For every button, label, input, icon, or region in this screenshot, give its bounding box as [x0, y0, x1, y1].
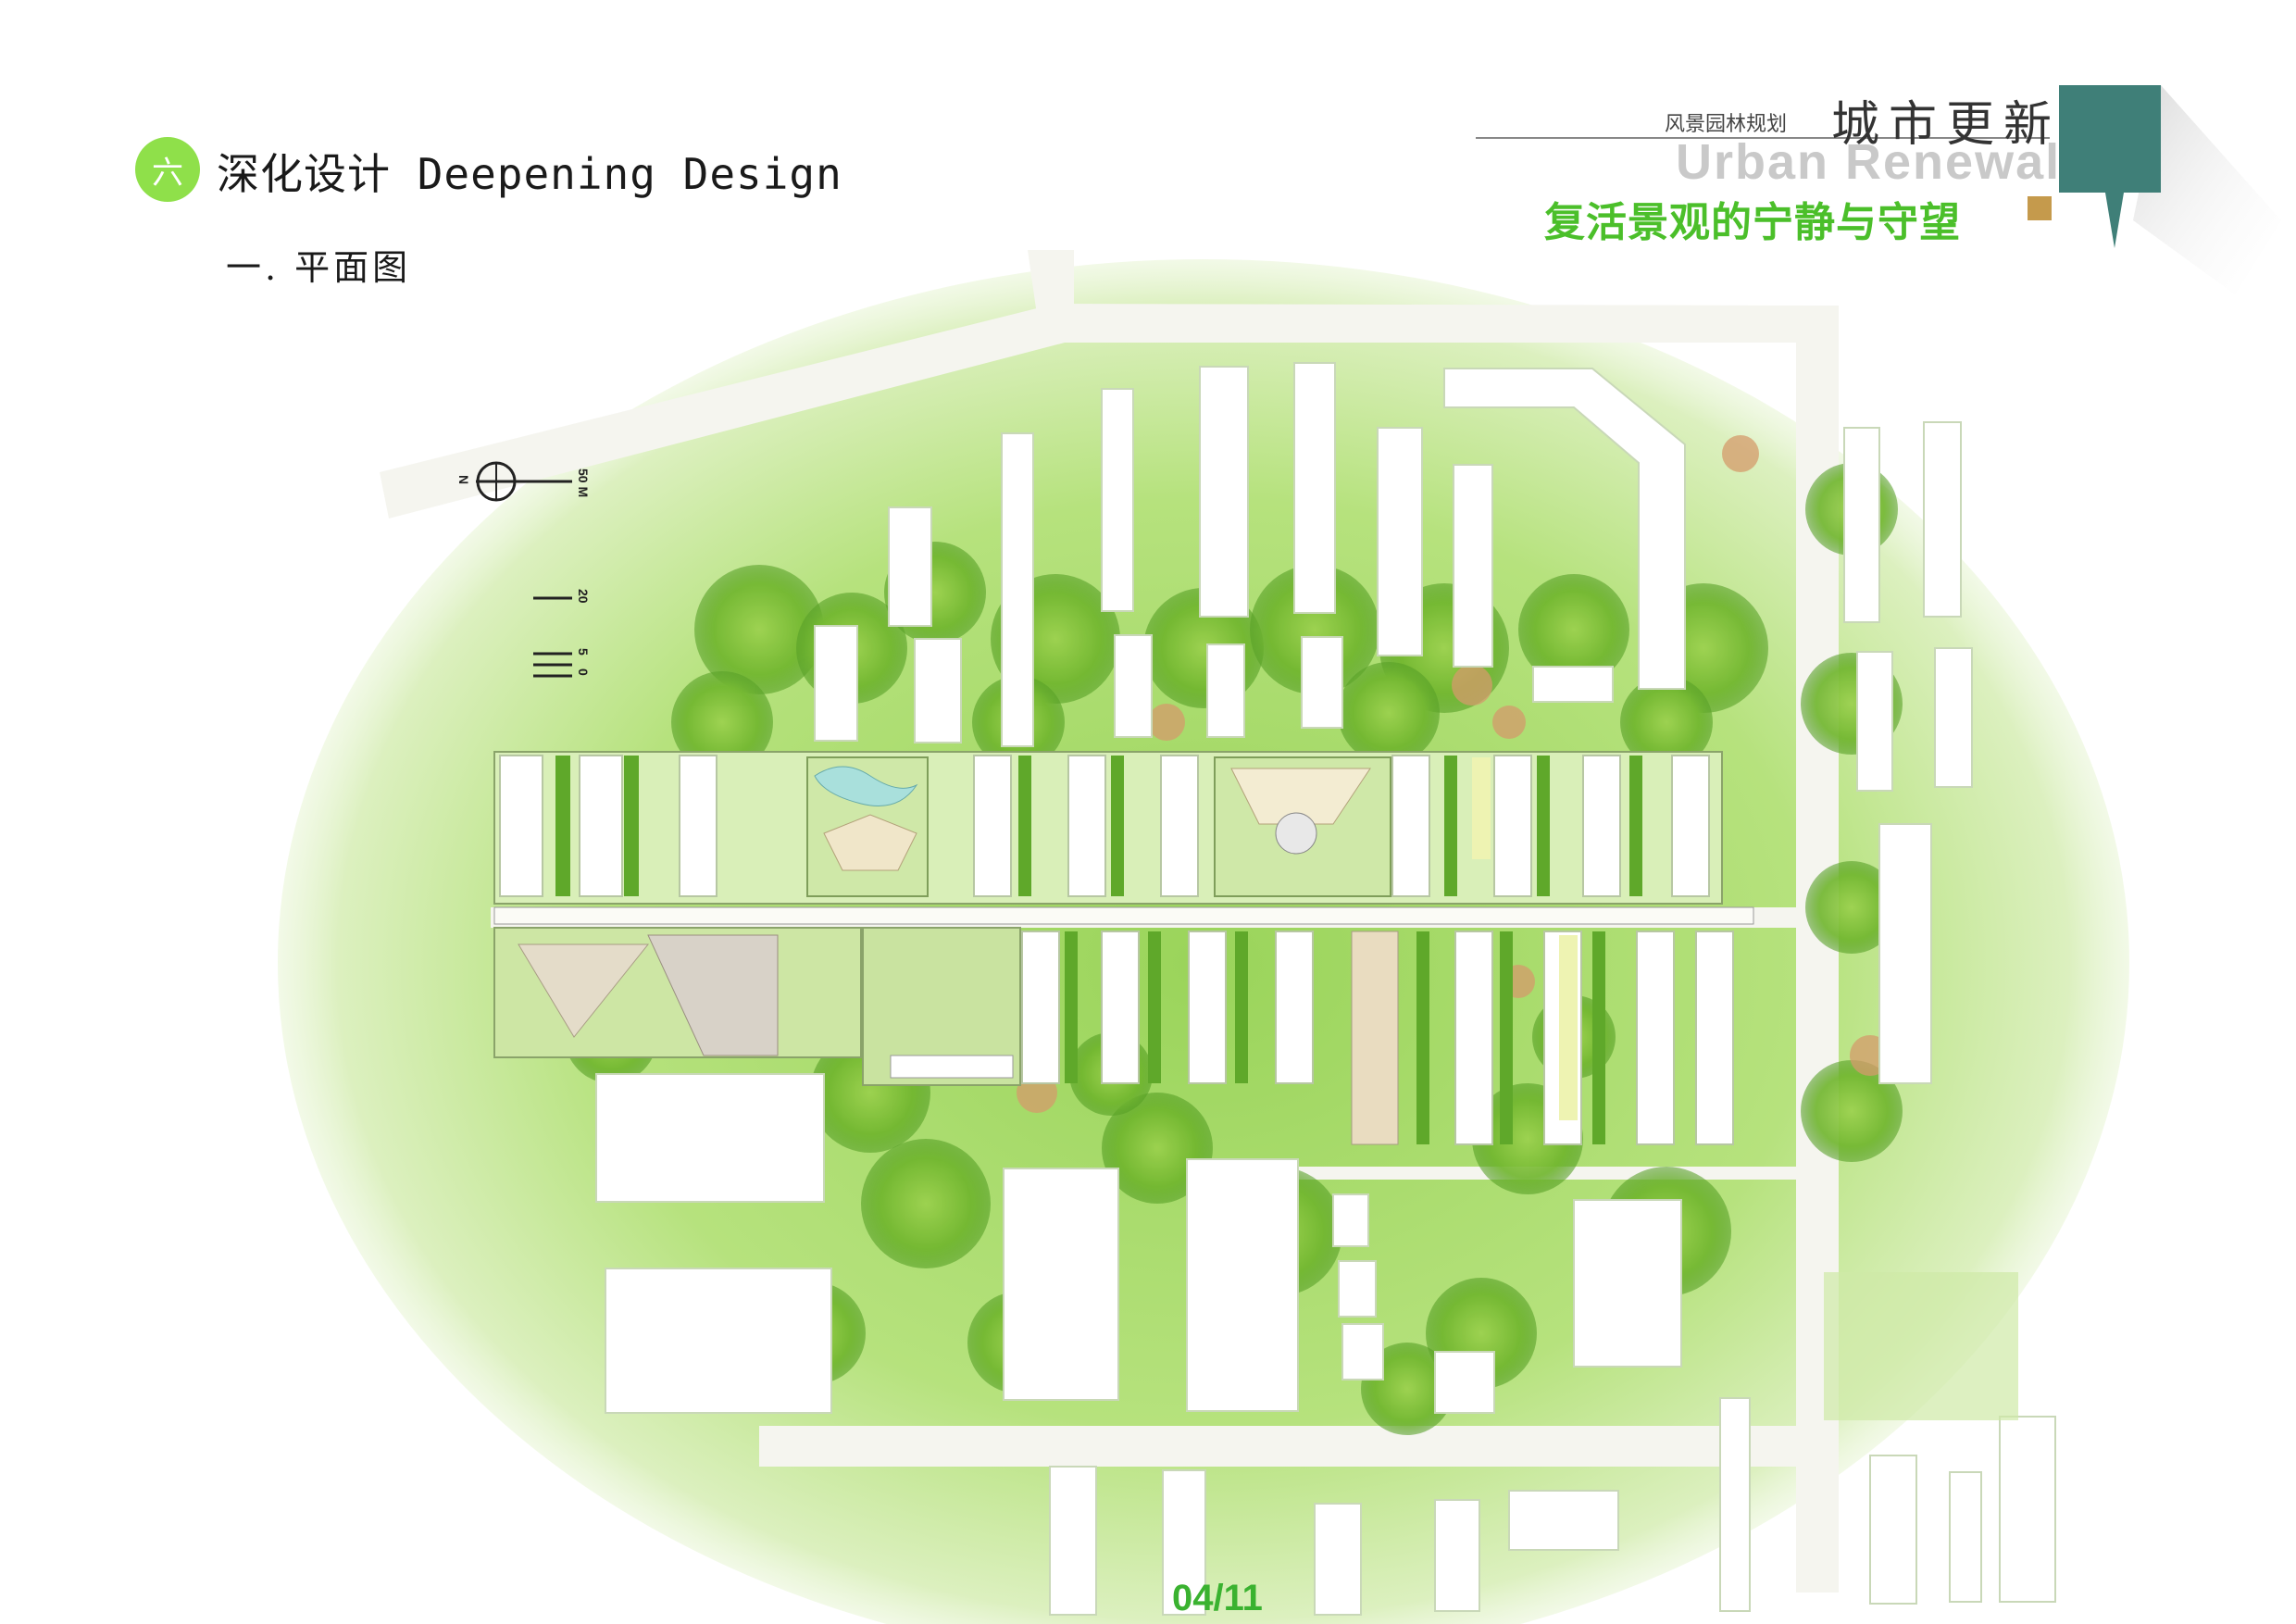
- brand-category: 风景园林规划: [1665, 112, 1788, 135]
- section-title: 深化设计 Deepening Design: [217, 149, 842, 199]
- buildings-north: [814, 362, 1973, 1084]
- square-feature: [1275, 812, 1317, 855]
- brand-title-cn: 城市更新: [1831, 97, 2062, 153]
- scale-label-0: 0: [576, 668, 591, 676]
- sand-path-lower: [1559, 935, 1578, 1120]
- scale-label-5: 5: [576, 648, 591, 656]
- plaza-pavement: [823, 814, 917, 871]
- scale-label-50: 50 M: [576, 468, 591, 498]
- buildings-south: [595, 1073, 2056, 1616]
- teal-banner-graphic: [2059, 85, 2281, 294]
- section-number-badge: 六: [135, 137, 200, 202]
- brand-title-en: Urban Renewal: [1676, 134, 2062, 190]
- plaza-west-path: [518, 943, 650, 1038]
- scale-label-20: 20: [576, 589, 591, 604]
- scale-bar: [533, 480, 572, 678]
- plaza-west-pavement: [647, 934, 779, 1056]
- boardwalk-strip: [1351, 931, 1399, 1145]
- planting-strips-upper: [555, 756, 1642, 896]
- water-feature: [814, 766, 918, 806]
- page-number: 04/11: [1172, 1578, 1263, 1618]
- east-parcel: [1824, 1272, 2018, 1420]
- buildings-strip-upper: [499, 755, 1710, 897]
- subsection-title: 一. 平面图: [226, 247, 412, 288]
- planting-strips-lower: [1065, 931, 1605, 1144]
- brand-divider: [1476, 137, 2050, 139]
- square-pavement: [1230, 768, 1371, 825]
- north-label: N: [456, 474, 472, 485]
- brand-slogan: 复活景观的宁静与守望: [1544, 199, 1961, 246]
- section-number: 六: [152, 154, 183, 192]
- north-arrow: [476, 461, 535, 502]
- brand-square-mark: [2028, 196, 2052, 220]
- sand-path-upper: [1472, 757, 1491, 859]
- central-promenade: [493, 906, 1754, 925]
- pavilion: [890, 1055, 1014, 1079]
